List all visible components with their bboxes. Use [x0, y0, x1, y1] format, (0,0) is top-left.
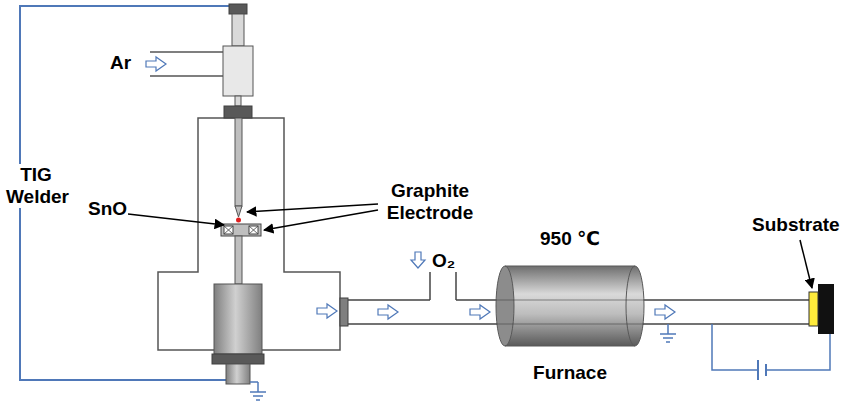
torch-tube — [232, 14, 244, 46]
material-label: SnO — [88, 198, 127, 220]
arc — [236, 218, 241, 223]
ground-symbol — [660, 334, 676, 342]
chamber-seal — [224, 106, 252, 118]
leader-line — [128, 214, 224, 225]
flange — [340, 298, 348, 326]
battery-symbol — [765, 364, 767, 376]
temperature-label: 950 ℃ — [480, 228, 660, 250]
gas-flow-arrow — [317, 304, 337, 318]
gas-flow-arrow — [378, 305, 398, 319]
part-label: Graphite Electrode — [380, 180, 480, 224]
gas-flow-arrow — [470, 305, 490, 319]
holder-stem — [226, 364, 250, 384]
torch-cap — [229, 4, 247, 14]
gas-label: O₂ — [432, 250, 455, 272]
electrode-tip — [235, 206, 242, 217]
gas-label: Ar — [110, 52, 131, 74]
gas-flow-arrow — [146, 57, 166, 71]
lower-electrode — [235, 236, 242, 284]
furnace-label: Furnace — [480, 362, 660, 384]
gas-flow-arrow — [655, 305, 675, 319]
sno-charge — [224, 226, 233, 234]
sno-charge — [249, 226, 258, 234]
torch-tube — [235, 96, 241, 106]
furnace-body — [505, 266, 635, 346]
o2-inlet — [455, 272, 457, 300]
ground-symbol — [250, 392, 266, 400]
substrate — [809, 292, 818, 326]
ar-inlet — [150, 75, 223, 77]
power-supply-label: TIG Welder — [4, 164, 68, 208]
graphite-electrode — [235, 118, 242, 206]
bias-wire — [712, 324, 830, 370]
substrate-holder — [818, 284, 834, 334]
gas-flow-arrow — [411, 252, 425, 268]
battery-symbol — [757, 360, 759, 380]
part-label: Substrate — [752, 214, 840, 236]
electrode-holder — [214, 284, 262, 354]
furnace: 950 ℃ Furnace — [480, 226, 660, 386]
holder-base — [212, 354, 264, 364]
gas-housing — [223, 46, 253, 96]
crucible — [221, 224, 261, 236]
tube-wall — [348, 323, 810, 325]
o2-inlet — [429, 272, 431, 300]
leader-line — [800, 240, 812, 288]
tube-wall — [348, 299, 810, 301]
ar-inlet — [150, 51, 223, 53]
leader-line — [264, 210, 378, 230]
leader-line — [247, 204, 378, 212]
